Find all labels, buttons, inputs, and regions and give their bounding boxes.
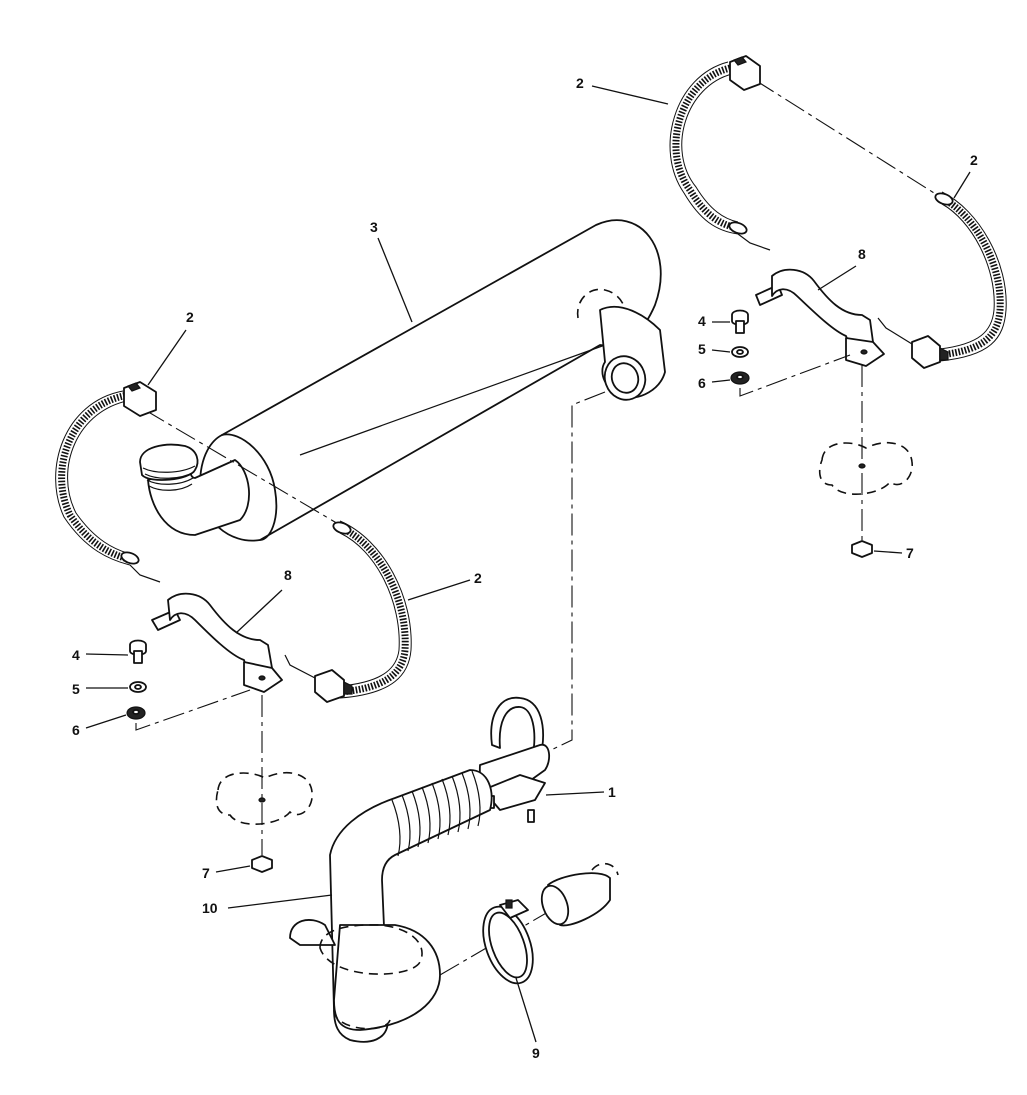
callout-2-a: 2	[186, 309, 194, 325]
leader-2-c	[592, 86, 668, 104]
callout-9: 9	[532, 1045, 540, 1061]
callout-5-left: 5	[72, 681, 80, 697]
callout-2-c: 2	[576, 75, 584, 91]
callout-6-right: 6	[698, 375, 706, 391]
callout-8-right: 8	[858, 246, 866, 262]
callout-7-right: 7	[906, 545, 914, 561]
callout-2-d: 2	[970, 152, 978, 168]
mount-right: 7	[820, 365, 914, 561]
mount-left: 7	[202, 695, 312, 881]
u-bolt-clamp: 1	[480, 698, 616, 822]
callout-2-b: 2	[474, 570, 482, 586]
callout-6-left: 6	[72, 722, 80, 738]
callout-7-left: 7	[202, 865, 210, 881]
callout-4-left: 4	[72, 647, 80, 663]
sleeve-connector	[537, 864, 618, 928]
outlet-axis	[530, 392, 605, 760]
callout-5-right: 5	[698, 341, 706, 357]
leader-2-b	[408, 580, 470, 600]
leader-2-a	[148, 330, 186, 385]
callout-8-left: 8	[284, 567, 292, 583]
leader-2-d	[954, 172, 970, 198]
callout-10: 10	[202, 900, 218, 916]
callout-3: 3	[370, 219, 378, 235]
bracket-right: 8	[756, 246, 884, 366]
callout-1: 1	[608, 784, 616, 800]
callout-4-right: 4	[698, 313, 706, 329]
muffler: 3	[140, 219, 665, 541]
exhaust-pipe: 10	[202, 770, 492, 1042]
hardware-left: 4 5 6	[72, 641, 250, 739]
bracket-left: 8	[152, 567, 292, 692]
hose-clamp: 9	[474, 900, 543, 1061]
